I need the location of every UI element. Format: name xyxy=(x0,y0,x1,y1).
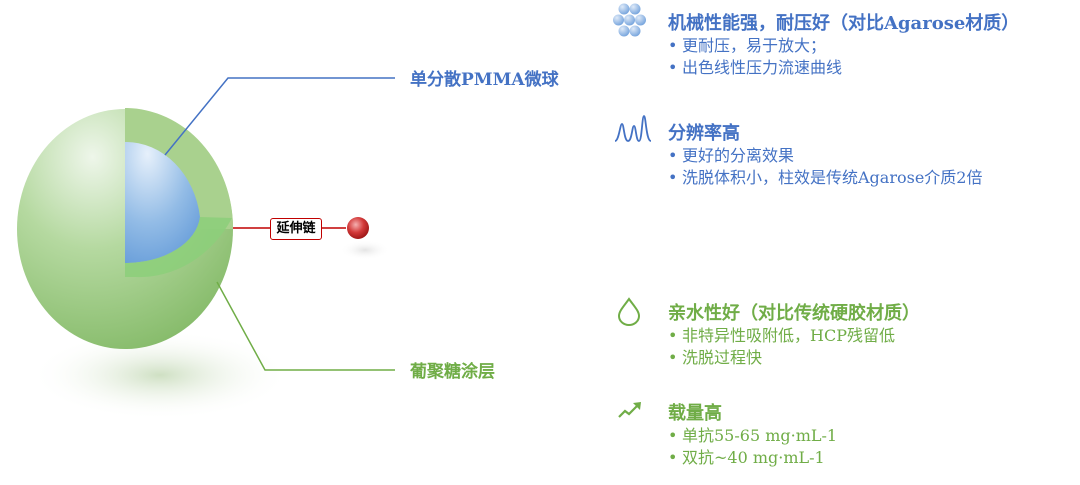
pmma-core xyxy=(125,141,200,264)
feature-item: •更好的分离效果 xyxy=(668,146,795,165)
water-drop-icon xyxy=(617,297,641,326)
feature-item: •单抗55-65 mg·mL-1 xyxy=(668,426,838,445)
sphere-shadow xyxy=(30,330,290,420)
trend-up-icon xyxy=(618,402,641,418)
feature-hydrophilic: 亲水性好（对比传统硬胶材质） •非特异性吸附低，HCP残留低 •洗脱过程快 xyxy=(668,299,920,369)
ball-shadow xyxy=(340,240,390,260)
extension-chain-label: 延伸链 xyxy=(270,218,322,240)
chromatogram-peaks-icon xyxy=(614,115,652,142)
beads-cluster-icon xyxy=(613,3,646,37)
feature-item: •洗脱过程快 xyxy=(668,348,763,367)
feature-title: 分辨率高 xyxy=(668,123,740,144)
feature-title: 亲水性好（对比传统硬胶材质） xyxy=(668,303,920,324)
core-label: 单分散PMMA微球 xyxy=(410,70,559,90)
feature-item: •非特异性吸附低，HCP残留低 xyxy=(668,326,895,345)
coating-label: 葡聚糖涂层 xyxy=(410,362,495,382)
feature-title: 载量高 xyxy=(668,403,722,424)
feature-resolution: 分辨率高 •更好的分离效果 •洗脱体积小，柱效是传统Agarose介质2倍 xyxy=(668,119,982,189)
feature-item: •出色线性压力流速曲线 xyxy=(668,58,843,77)
feature-mechanical: 机械性能强，耐压好（对比Agarose材质） •更耐压，易于放大； •出色线性压… xyxy=(668,9,1019,79)
ligand-ball xyxy=(347,217,369,239)
microsphere-diagram xyxy=(17,77,395,420)
feature-item: •双抗~40 mg·mL-1 xyxy=(668,448,825,467)
feature-capacity: 载量高 •单抗55-65 mg·mL-1 •双抗~40 mg·mL-1 xyxy=(668,399,837,469)
core-leader-line xyxy=(164,77,395,156)
coating-band xyxy=(125,217,232,278)
coating-leader-line xyxy=(216,281,395,371)
feature-item: •更耐压，易于放大； xyxy=(668,36,827,55)
feature-item: •洗脱体积小，柱效是传统Agarose介质2倍 xyxy=(668,168,983,187)
feature-title: 机械性能强，耐压好（对比Agarose材质） xyxy=(668,13,1020,34)
